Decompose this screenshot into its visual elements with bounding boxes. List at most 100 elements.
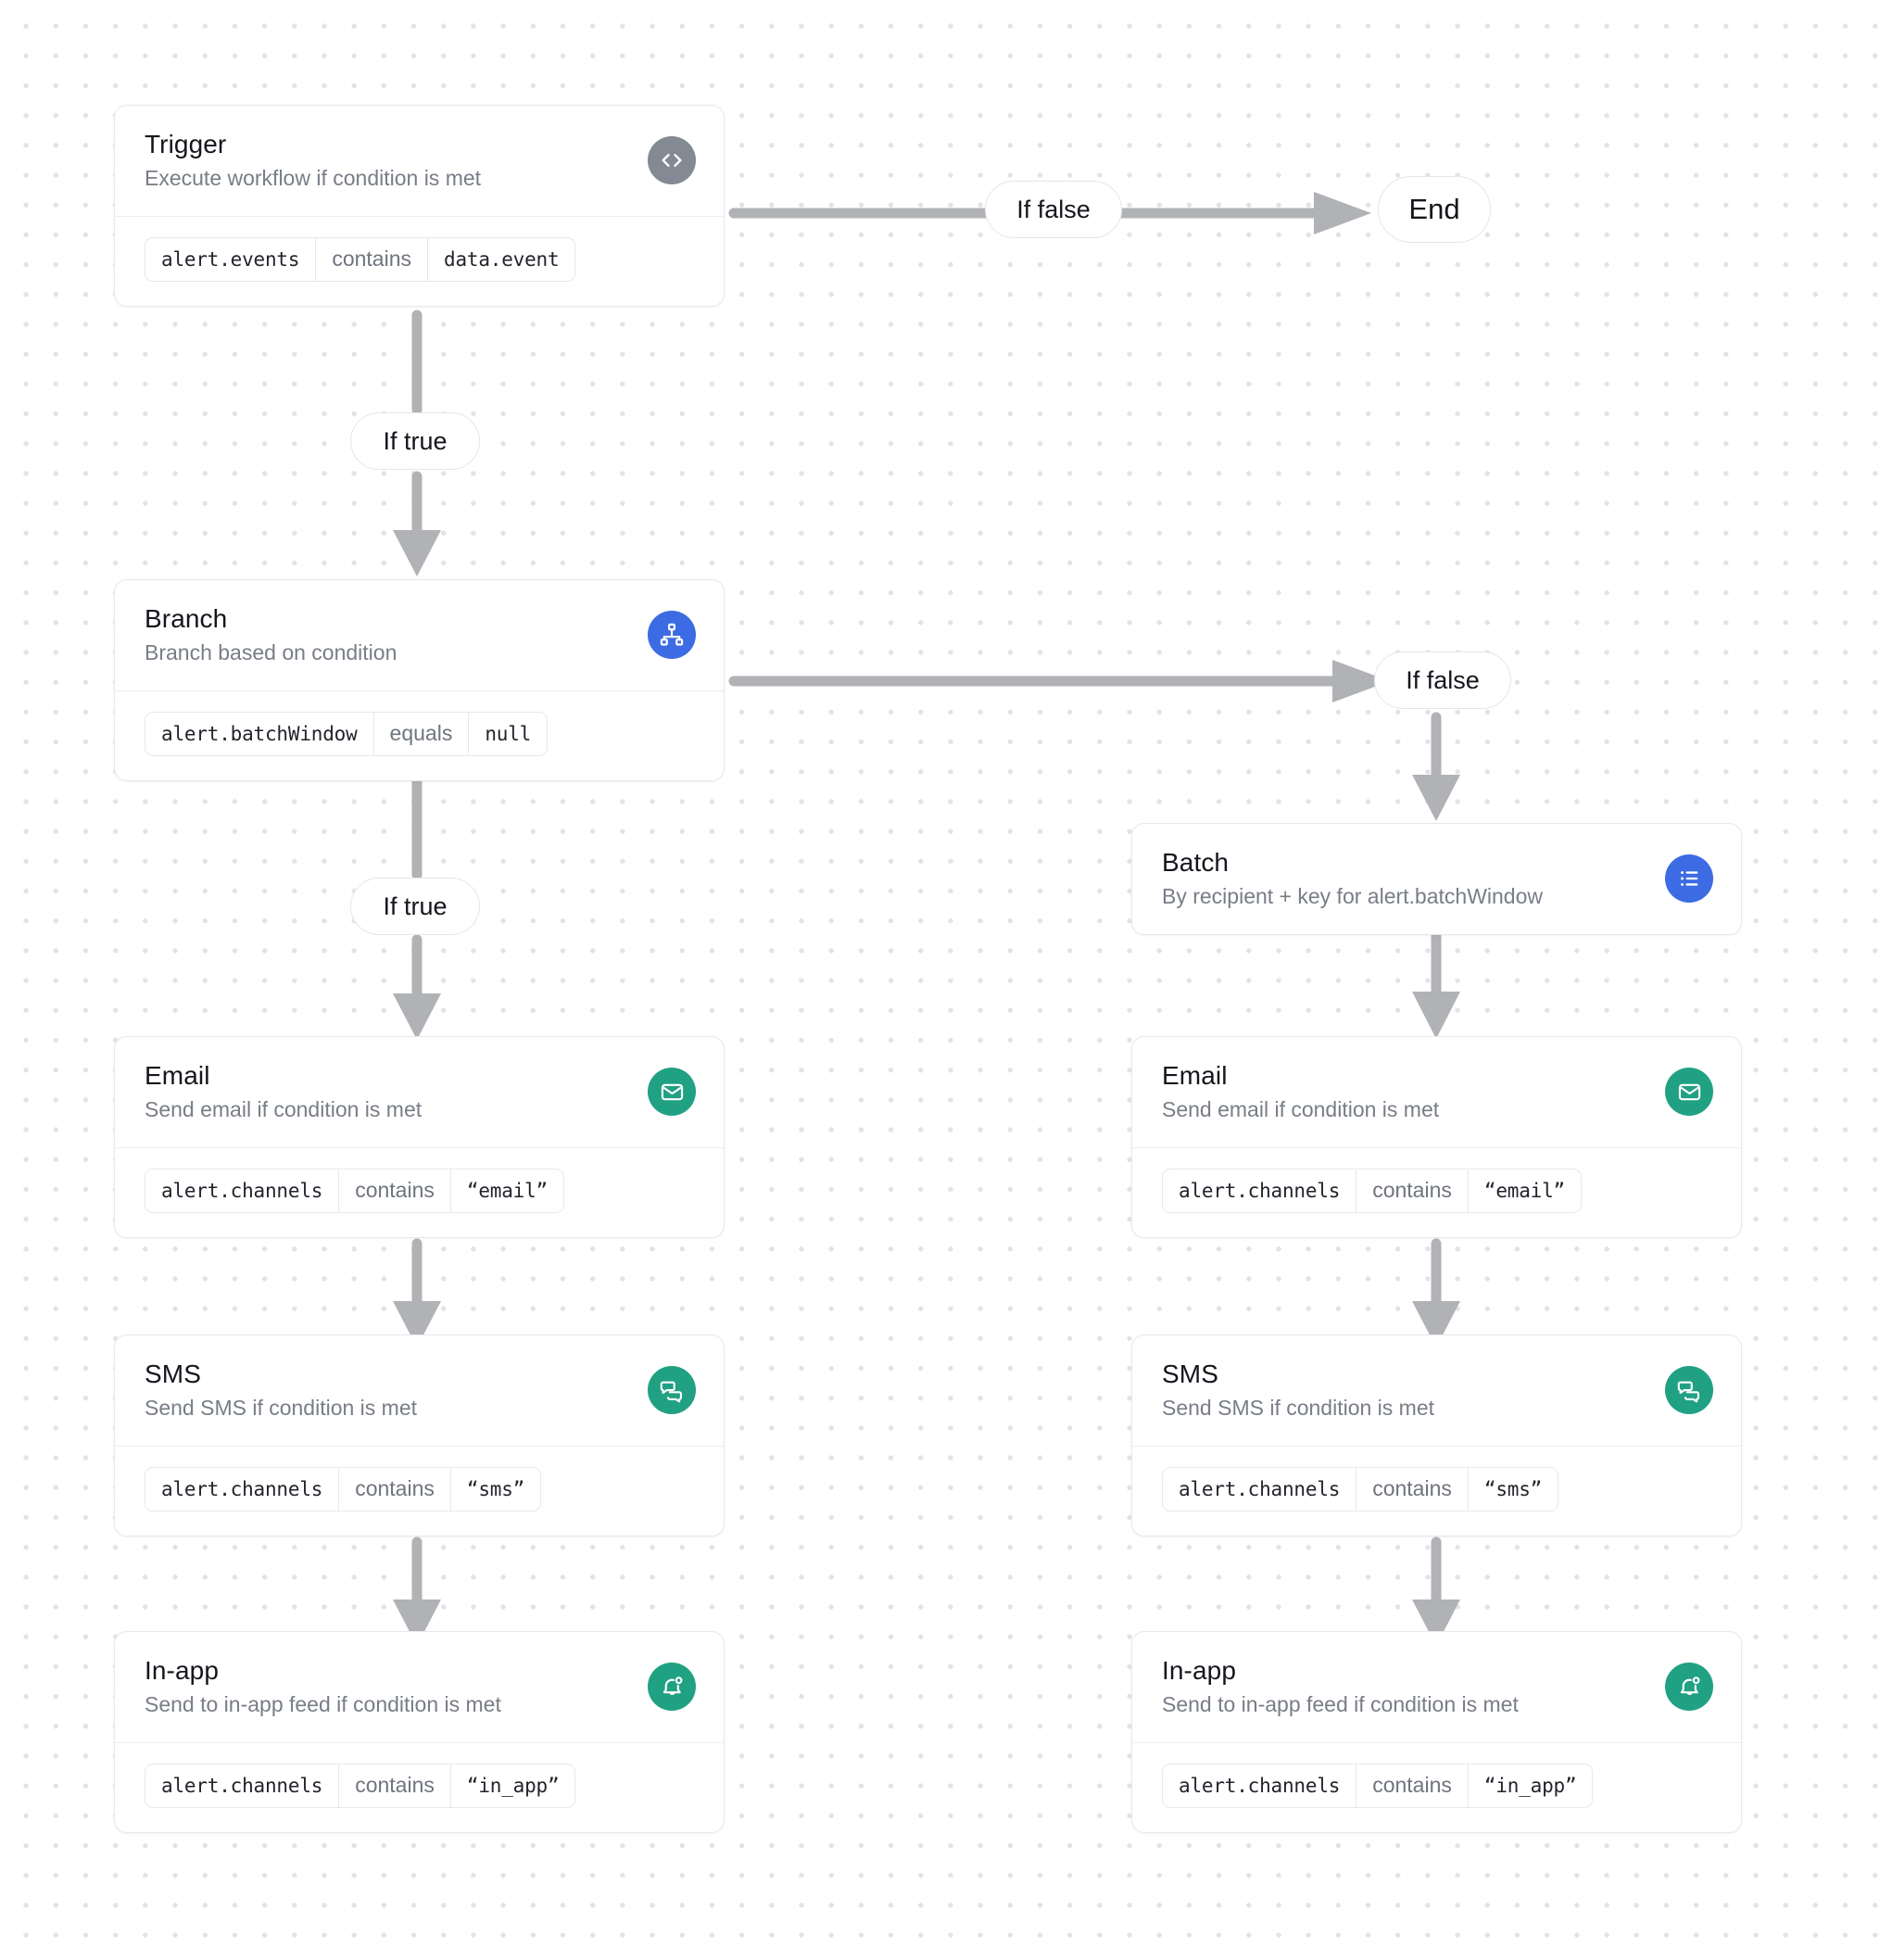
card-header: Trigger Execute workflow if condition is…: [115, 106, 724, 216]
list-icon: [1665, 854, 1713, 904]
condition-chip[interactable]: alert.channels contains “sms”: [1162, 1466, 1559, 1511]
node-subtitle: Branch based on condition: [145, 640, 397, 665]
node-title: In-app: [1162, 1656, 1236, 1685]
condition-field: alert.batchWindow: [161, 722, 358, 745]
condition-chip[interactable]: alert.channels contains “email”: [1162, 1168, 1582, 1213]
node-card-sms-right[interactable]: SMS Send SMS if condition is met alert.c…: [1131, 1334, 1742, 1536]
node-card-email-left[interactable]: Email Send email if condition is met ale…: [114, 1036, 725, 1238]
node-subtitle: Send to in-app feed if condition is met: [1162, 1692, 1519, 1717]
connector-email-to-sms-left: [389, 1238, 445, 1351]
chat-bubbles-icon: [1665, 1366, 1713, 1415]
node-subtitle: Execute workflow if condition is met: [145, 166, 482, 191]
node-subtitle: Send email if condition is met: [145, 1097, 423, 1122]
connector-sms-to-inapp-left: [389, 1536, 445, 1650]
node-card-inapp-left[interactable]: In-app Send to in-app feed if condition …: [114, 1631, 725, 1833]
connector-pill-to-end: [1110, 190, 1381, 236]
condition-row: alert.events contains data.event: [115, 215, 724, 306]
condition-row: alert.channels contains “in_app”: [1132, 1741, 1741, 1832]
connector-email-to-sms-right: [1408, 1238, 1464, 1351]
node-card-branch[interactable]: Branch Branch based on condition alert.b…: [114, 579, 725, 781]
node-subtitle: By recipient + key for alert.batchWindow: [1162, 884, 1543, 909]
card-header: SMS Send SMS if condition is met: [115, 1335, 724, 1446]
bell-dot-icon: [648, 1663, 696, 1712]
condition-field: alert.channels: [161, 1774, 323, 1797]
card-header: Email Send email if condition is met: [1132, 1037, 1741, 1147]
condition-chip[interactable]: alert.channels contains “in_app”: [1162, 1763, 1594, 1808]
code-icon: [648, 136, 696, 185]
condition-value: “in_app”: [449, 1764, 575, 1807]
connector-sms-to-inapp-right: [1408, 1536, 1464, 1650]
condition-operator: contains: [338, 1467, 450, 1511]
condition-operator: contains: [1356, 1169, 1468, 1212]
condition-operator: equals: [372, 712, 469, 755]
envelope-icon: [1665, 1068, 1713, 1117]
condition-field: alert.channels: [1179, 1477, 1341, 1500]
card-header-text: Email Send email if condition is met: [145, 1061, 422, 1123]
node-card-batch[interactable]: Batch By recipient + key for alert.batch…: [1131, 823, 1742, 935]
card-header-text: Batch By recipient + key for alert.batch…: [1162, 848, 1543, 910]
condition-row: alert.channels contains “in_app”: [115, 1741, 724, 1832]
condition-operator: contains: [338, 1169, 450, 1212]
card-header-text: Email Send email if condition is met: [1162, 1061, 1439, 1123]
edge-label-trigger-if-true[interactable]: If true: [350, 412, 480, 470]
condition-chip[interactable]: alert.channels contains “email”: [145, 1168, 564, 1213]
node-title: SMS: [1162, 1359, 1218, 1388]
condition-operator: contains: [315, 237, 427, 281]
condition-chip[interactable]: alert.events contains data.event: [145, 236, 576, 282]
condition-chip[interactable]: alert.channels contains “sms”: [145, 1466, 542, 1511]
condition-field: alert.channels: [161, 1179, 323, 1202]
condition-operator: contains: [1356, 1764, 1468, 1807]
condition-field: alert.channels: [161, 1477, 323, 1500]
condition-value: “email”: [449, 1169, 563, 1212]
card-header: In-app Send to in-app feed if condition …: [1132, 1632, 1741, 1742]
node-title: Branch: [145, 604, 228, 633]
end-node[interactable]: End: [1378, 176, 1491, 243]
condition-chip[interactable]: alert.batchWindow equals null: [145, 711, 549, 756]
bell-dot-icon: [1665, 1663, 1713, 1712]
connector-batch-to-email-right: [1408, 925, 1464, 1043]
card-header-text: SMS Send SMS if condition is met: [145, 1359, 417, 1422]
card-header-text: Trigger Execute workflow if condition is…: [145, 130, 481, 192]
condition-value: null: [468, 712, 547, 755]
condition-value: data.event: [427, 237, 574, 281]
node-title: SMS: [145, 1359, 201, 1388]
connector-trigger-false-to-pill: [728, 195, 991, 232]
condition-row: alert.channels contains “sms”: [1132, 1445, 1741, 1536]
condition-operator: contains: [338, 1764, 450, 1807]
card-header-text: In-app Send to in-app feed if condition …: [1162, 1656, 1519, 1718]
node-title: Email: [145, 1061, 210, 1090]
edge-label-branch-if-true[interactable]: If true: [350, 878, 480, 935]
node-title: Batch: [1162, 848, 1230, 877]
card-header-text: SMS Send SMS if condition is met: [1162, 1359, 1434, 1422]
condition-value: “email”: [1467, 1169, 1581, 1212]
card-header-text: Branch Branch based on condition: [145, 604, 397, 666]
connector-branch-false-to-pill: [728, 658, 1397, 704]
hierarchy-icon: [648, 611, 696, 660]
card-header: Batch By recipient + key for alert.batch…: [1132, 824, 1741, 934]
node-subtitle: Send SMS if condition is met: [1162, 1396, 1435, 1421]
card-header: In-app Send to in-app feed if condition …: [115, 1632, 724, 1742]
envelope-icon: [648, 1068, 696, 1117]
condition-row: alert.channels contains “sms”: [115, 1445, 724, 1536]
node-subtitle: Send email if condition is met: [1162, 1097, 1440, 1122]
condition-row: alert.batchWindow equals null: [115, 689, 724, 780]
edge-label-branch-if-false[interactable]: If false: [1374, 651, 1511, 709]
connector-iftrue-to-email-left: [389, 934, 445, 1043]
node-card-email-right[interactable]: Email Send email if condition is met ale…: [1131, 1036, 1742, 1238]
card-header: Branch Branch based on condition: [115, 580, 724, 690]
connector-branch-to-iftrue: [398, 775, 435, 880]
condition-field: alert.events: [161, 247, 300, 271]
node-title: Trigger: [145, 130, 227, 158]
connector-iftrue-to-branch: [389, 471, 445, 579]
edge-label-trigger-if-false[interactable]: If false: [985, 181, 1122, 238]
node-card-inapp-right[interactable]: In-app Send to in-app feed if condition …: [1131, 1631, 1742, 1833]
node-card-trigger[interactable]: Trigger Execute workflow if condition is…: [114, 105, 725, 307]
card-header: SMS Send SMS if condition is met: [1132, 1335, 1741, 1446]
node-card-sms-left[interactable]: SMS Send SMS if condition is met alert.c…: [114, 1334, 725, 1536]
condition-field: alert.channels: [1179, 1774, 1341, 1797]
condition-chip[interactable]: alert.channels contains “in_app”: [145, 1763, 576, 1808]
condition-row: alert.channels contains “email”: [115, 1146, 724, 1237]
condition-value: “in_app”: [1467, 1764, 1593, 1807]
connector-trigger-to-iftrue: [398, 310, 435, 415]
